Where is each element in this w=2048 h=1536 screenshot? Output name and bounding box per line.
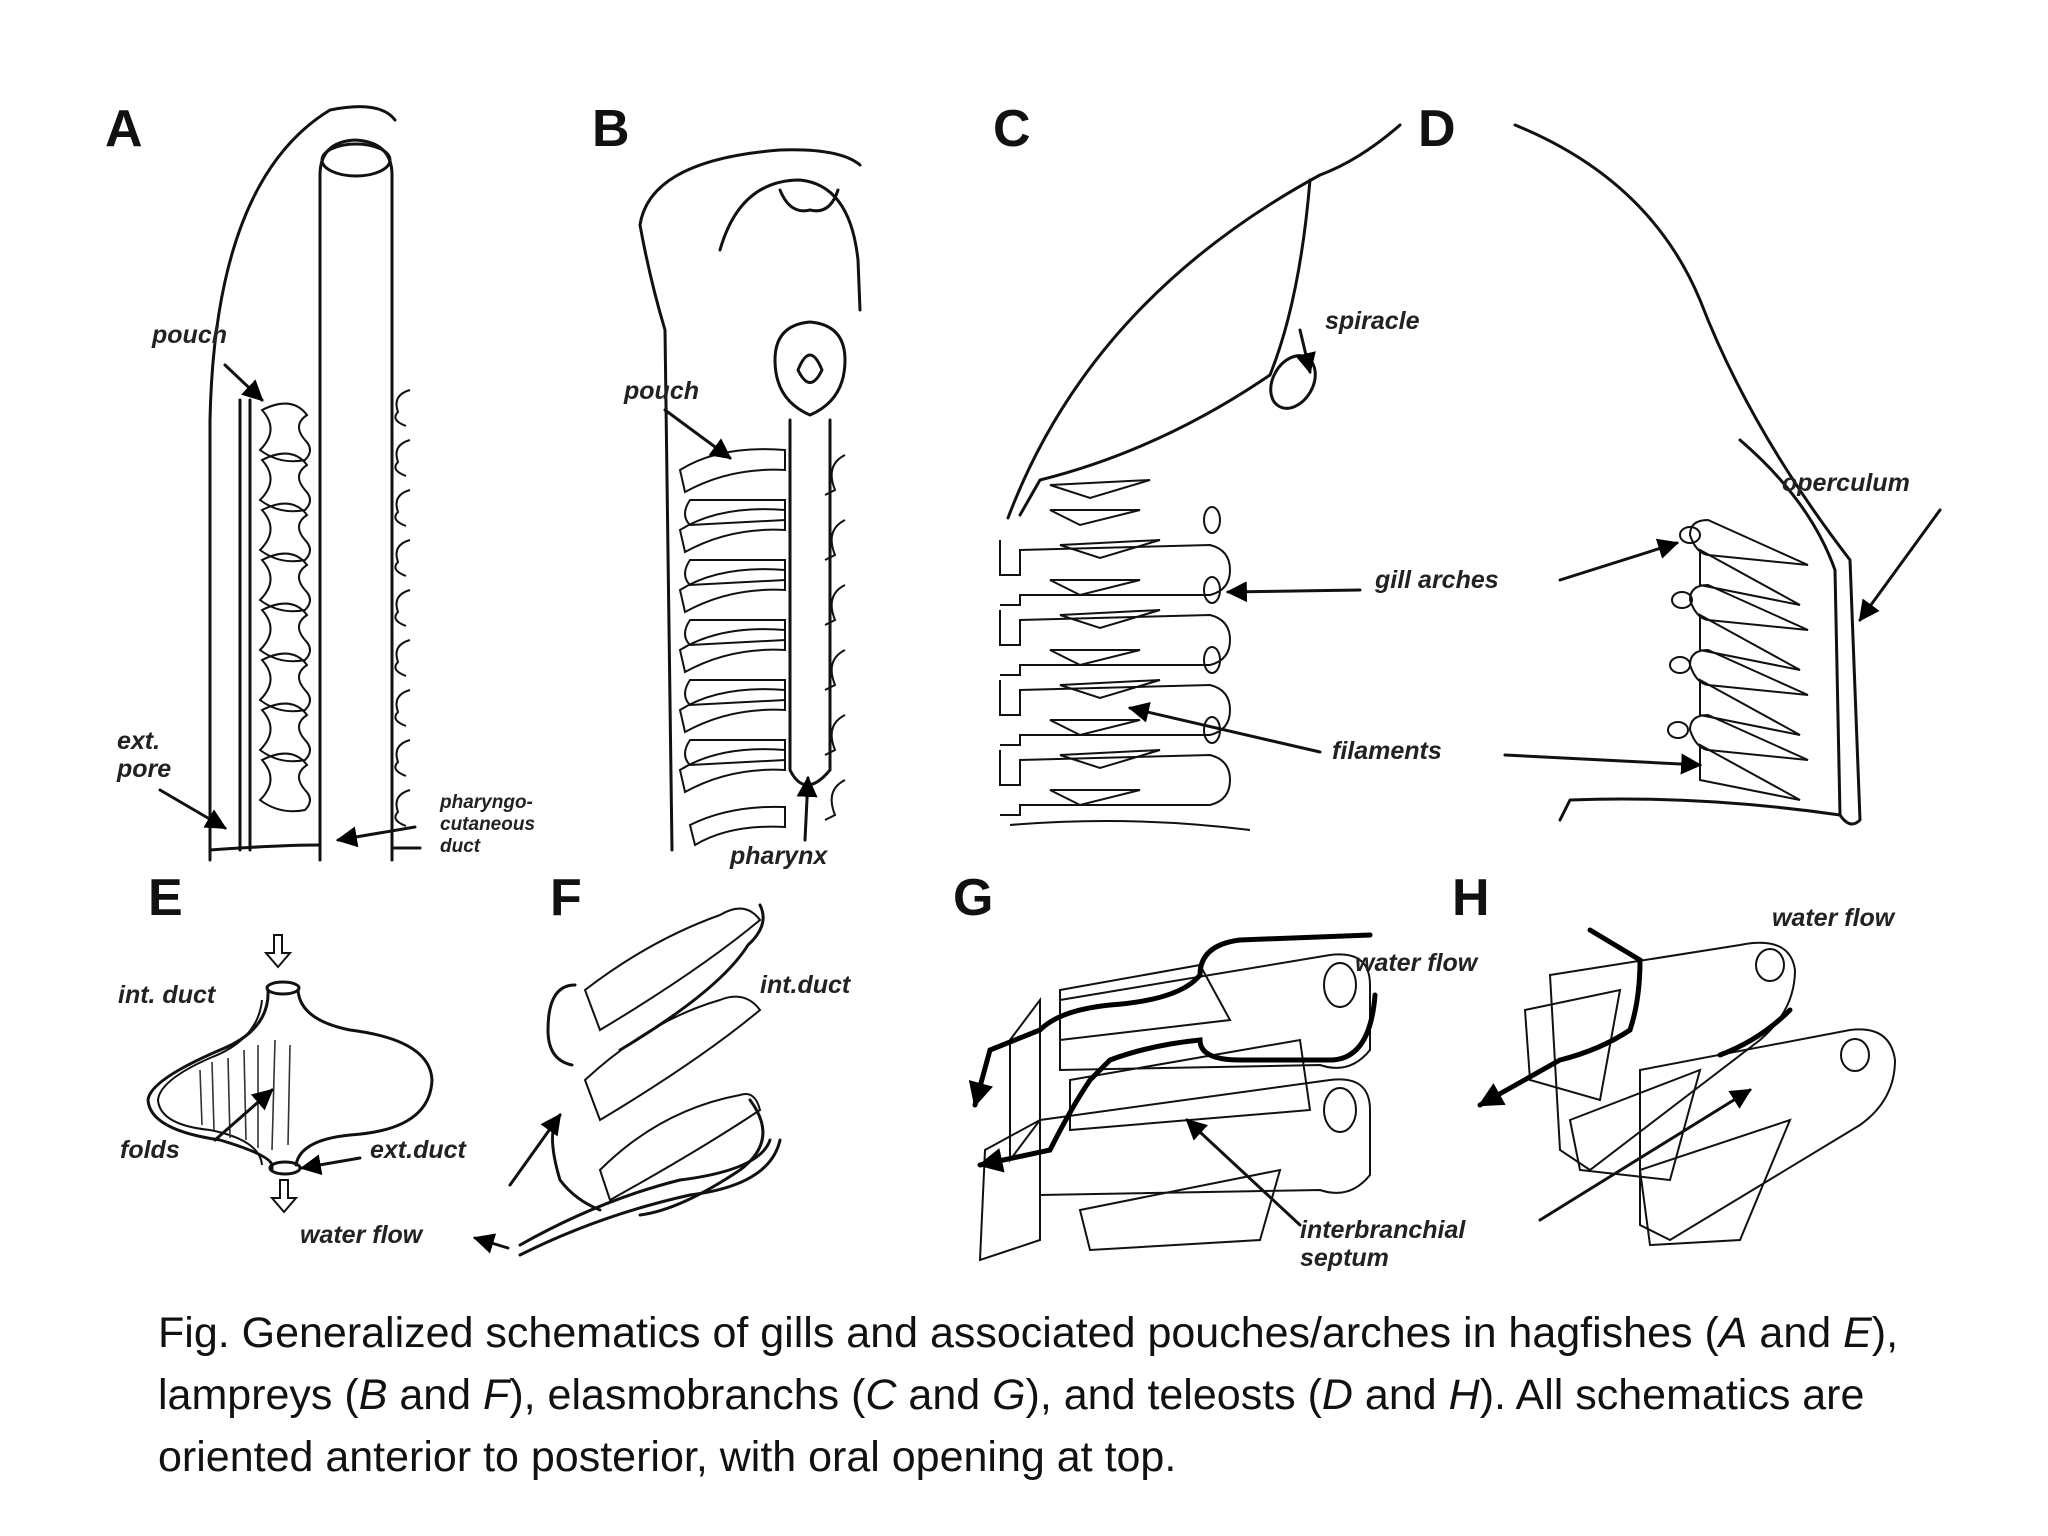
figure-caption: Fig. Generalized schematics of gills and… [158,1309,1899,1481]
label-e-water-flow: water flow [300,1221,423,1249]
lamprey-pouches [678,448,786,847]
panel-d-drawing [1127,123,1942,826]
label-b-pouch: pouch [624,377,699,405]
label-septum-line1: interbranchial [1300,1216,1466,1244]
hagfish-pouches-left [258,402,311,813]
label-a-ext-pore-line1: ext. [117,727,161,755]
hagfish-pouches-right [394,389,411,827]
label-septum-line2: septum [1300,1244,1389,1272]
shark-gill-arches [999,479,1251,831]
panel-label-h: H [1452,869,1490,927]
panel-label-a: A [105,100,143,158]
panel-c-drawing [999,123,1402,831]
panel-e-drawing [146,934,434,1214]
panel-h-drawing [1477,927,1897,1247]
panel-label-f: F [550,869,582,927]
label-g-water-flow: water flow [1355,949,1478,977]
panel-f-drawing [472,903,782,1257]
label-a-pouch: pouch [152,321,227,349]
label-e-int-duct: int. duct [118,981,216,1009]
label-a-duct-line3: duct [440,836,481,857]
label-h-water-flow: water flow [1772,904,1895,932]
panel-a-drawing [158,105,422,862]
gill-folds [199,1039,291,1151]
label-gill-arches: gill arches [1375,566,1499,594]
panel-label-b: B [592,100,630,158]
panel-g-drawing [968,932,1378,1262]
panel-label-c: C [993,100,1031,158]
label-a-duct-line1: pharyngo- [440,792,533,813]
panel-label-e: E [148,869,183,927]
panel-label-g: G [953,869,994,927]
label-a-ext-pore-line2: pore [117,755,172,783]
panel-label-d: D [1418,100,1456,158]
label-spiracle: spiracle [1325,307,1420,335]
panel-b-drawing [638,148,862,852]
label-e-folds: folds [120,1136,180,1164]
lamprey-right-side [824,454,846,821]
label-a-duct-line2: cutaneous [440,814,536,835]
label-operculum: operculum [1782,469,1910,497]
teleost-gill-arches [1667,518,1809,801]
label-e-ext-duct: ext.duct [370,1136,466,1164]
label-b-pharynx: pharynx [730,842,828,870]
label-filaments: filaments [1332,737,1442,765]
label-f-int-duct: int.duct [760,971,851,999]
